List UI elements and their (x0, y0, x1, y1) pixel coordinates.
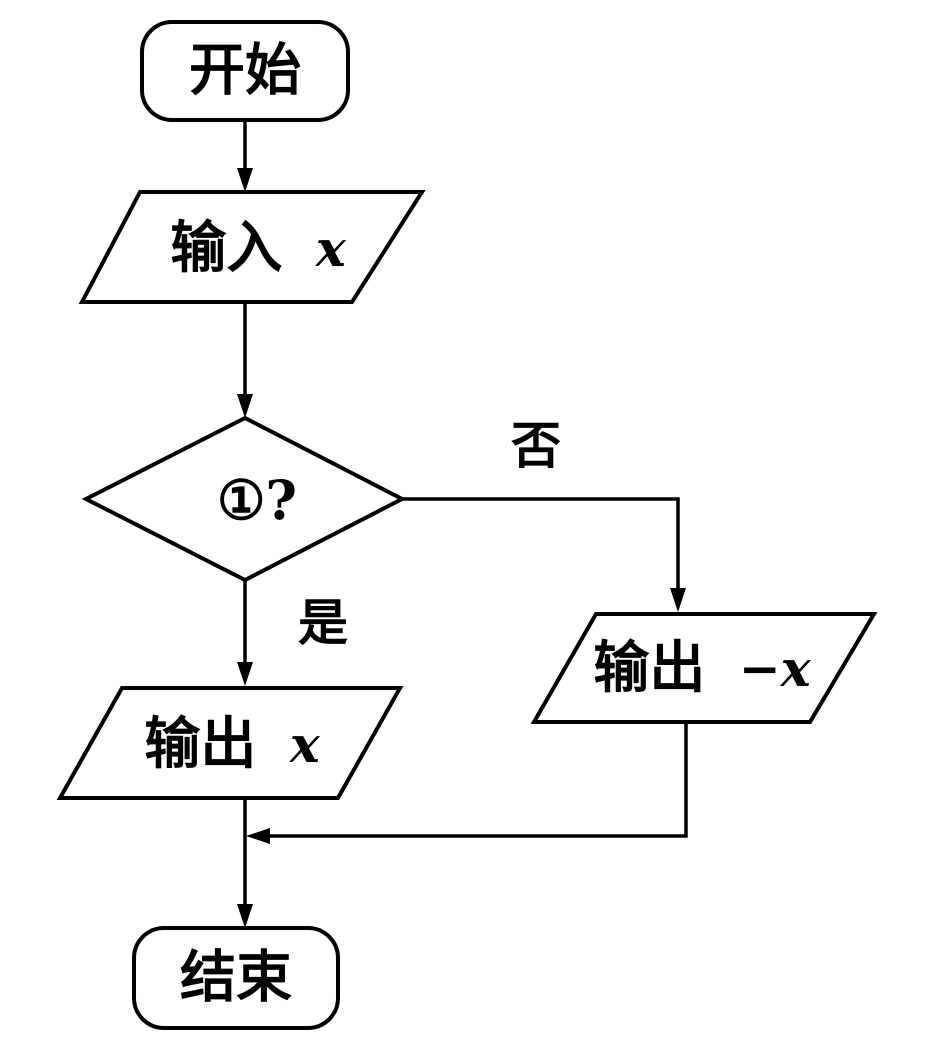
input-variable: x (315, 219, 347, 278)
output-neg-x-node: 输出 −x (530, 612, 878, 724)
output-neg-x-label-text: 输出 (593, 636, 705, 701)
input-node: 输入 x (78, 190, 426, 304)
output-x-label: 输出 x (144, 712, 321, 777)
decision-label: ①? (217, 468, 297, 532)
start-label: 开始 (189, 39, 301, 104)
connector-decision-yes (237, 580, 253, 686)
connector-input-to-decision (237, 302, 253, 418)
end-label: 结束 (180, 946, 292, 1011)
connector-start-to-input (237, 120, 253, 192)
output-x-node: 输出 x (56, 686, 404, 800)
yes-branch-label: 是 (298, 594, 348, 652)
output-x-variable: x (289, 715, 321, 774)
connector-merge (246, 722, 688, 844)
output-x-label-text: 输出 (144, 712, 256, 777)
output-neg-x-variable: −x (739, 639, 812, 698)
input-label: 输入 x (170, 216, 347, 281)
start-node: 开始 (140, 20, 350, 122)
connector-decision-no (402, 497, 686, 612)
end-node: 结束 (132, 926, 340, 1030)
no-branch-label: 否 (511, 417, 561, 475)
decision-node: ①? (81, 415, 407, 583)
output-neg-x-label: 输出 −x (593, 636, 811, 701)
input-label-text: 输入 (170, 216, 282, 281)
connector-output-to-end (237, 798, 253, 928)
